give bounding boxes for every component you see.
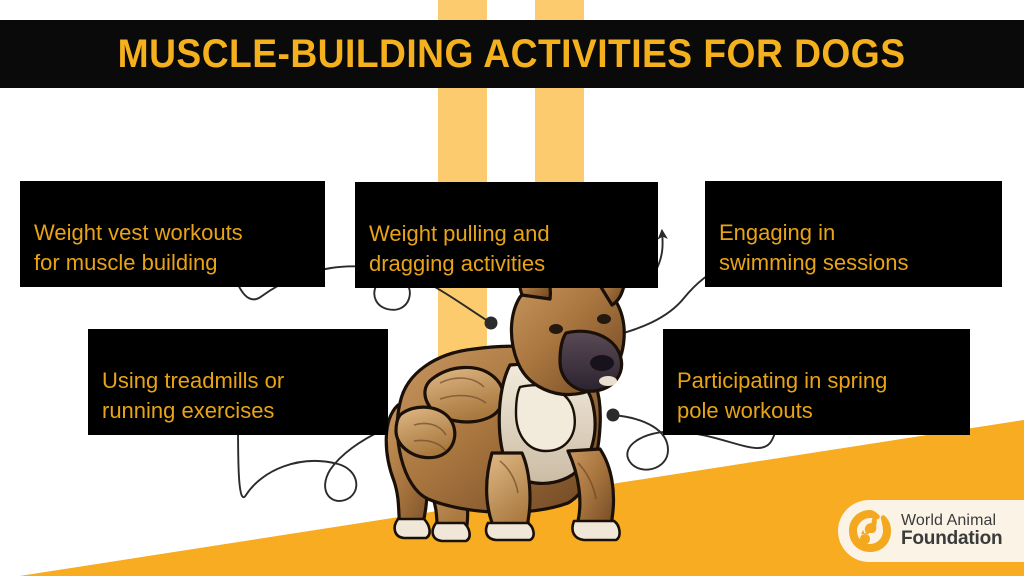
page-title: Muscle-Building Activities for Dogs <box>118 31 906 76</box>
callout-swimming[interactable]: Engaging in swimming sessions <box>705 181 1002 287</box>
callout-spring-pole[interactable]: Participating in spring pole workouts <box>663 329 970 435</box>
logo-wordmark: World Animal Foundation <box>901 512 1003 550</box>
callout-text: Weight vest workouts for muscle building <box>34 220 243 275</box>
callout-treadmill[interactable]: Using treadmills or running exercises <box>88 329 388 435</box>
callout-weight-vest[interactable]: Weight vest workouts for muscle building <box>20 181 325 287</box>
callout-text: Using treadmills or running exercises <box>102 368 285 423</box>
animal-circle-emblem-icon <box>849 510 891 552</box>
callout-text: Participating in spring pole workouts <box>677 368 888 423</box>
callout-text: Weight pulling and dragging activities <box>369 221 550 276</box>
logo[interactable]: World Animal Foundation <box>838 500 1024 562</box>
dog-illustration <box>370 255 660 545</box>
callout-text: Engaging in swimming sessions <box>719 220 909 275</box>
callout-weight-pulling[interactable]: Weight pulling and dragging activities <box>355 182 658 288</box>
logo-line-2: Foundation <box>901 528 1003 550</box>
logo-line-1: World Animal <box>901 512 997 530</box>
muscular-bulldog-graphic <box>384 261 626 543</box>
title-banner: Muscle-Building Activities for Dogs <box>0 20 1024 88</box>
